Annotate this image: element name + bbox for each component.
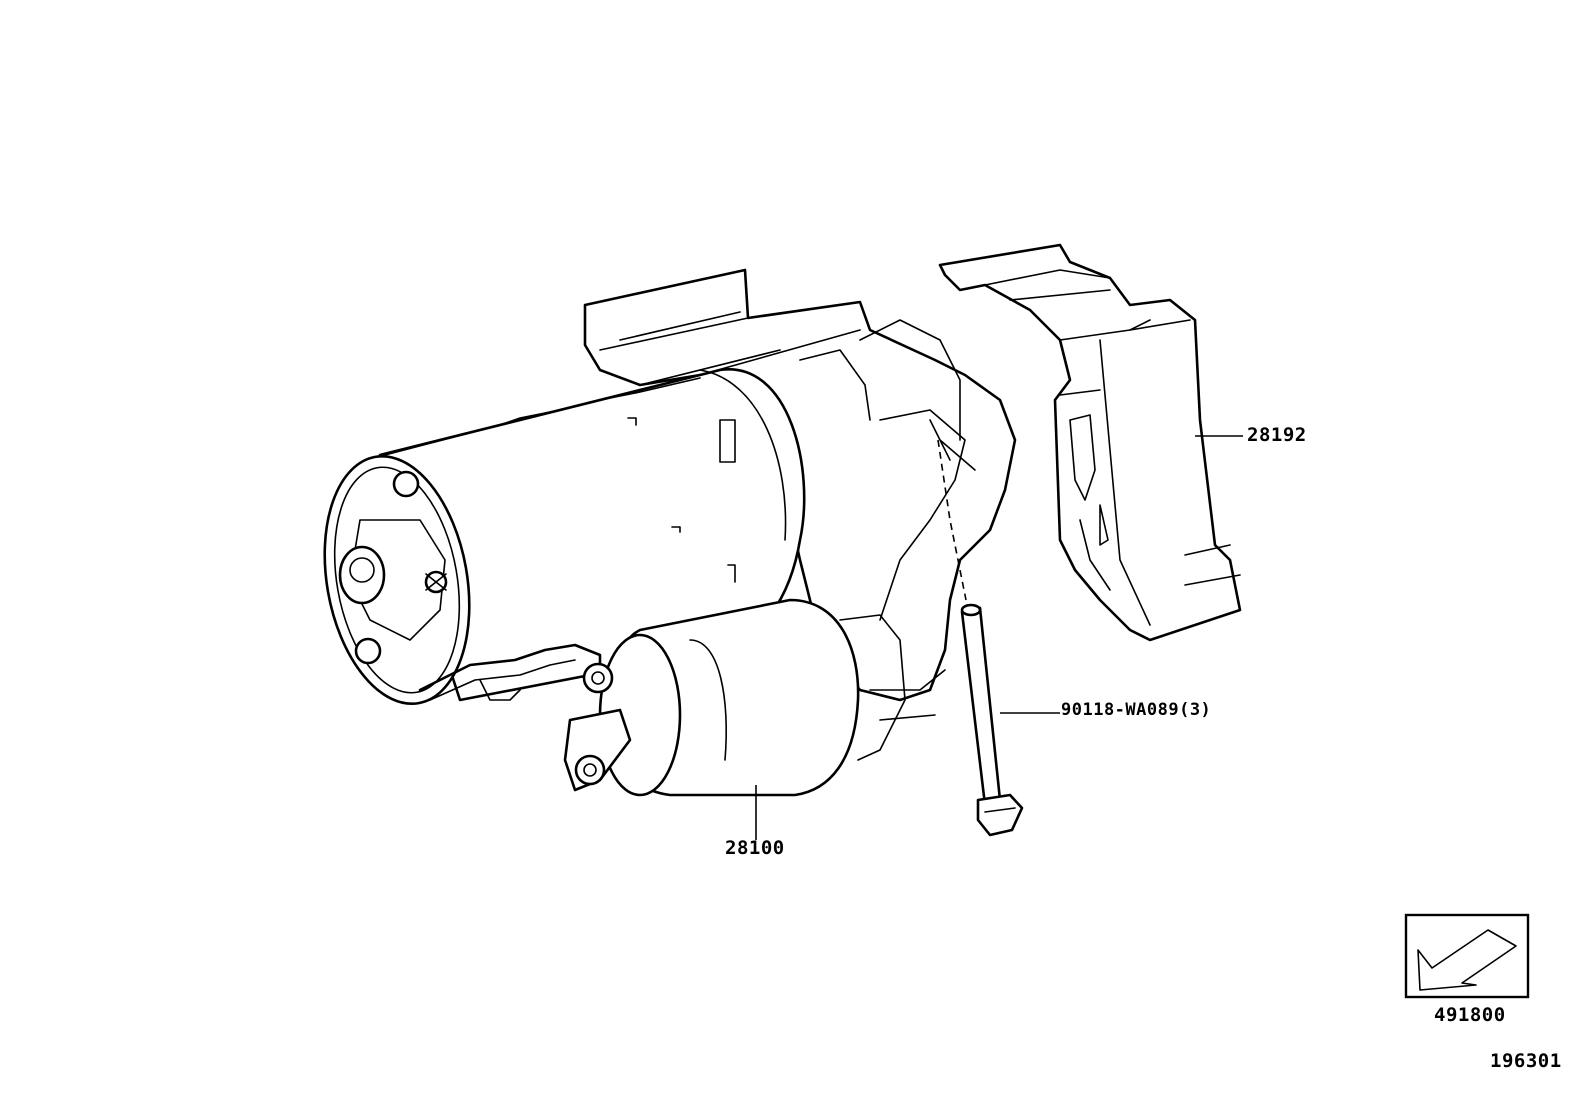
part-number-28192[interactable]: 28192 <box>1247 424 1307 446</box>
starter-motor-illustration <box>323 268 1017 797</box>
part-number-bolt[interactable]: 90118-WA089(3) <box>1061 700 1212 720</box>
part-number-28100[interactable]: 28100 <box>725 837 785 859</box>
bracket-illustration <box>938 243 1242 642</box>
illustration-id: 196301 <box>1490 1050 1562 1072</box>
bolt-illustration <box>937 439 1024 837</box>
arrow-reference-icon <box>1404 913 1530 999</box>
reference-page-label[interactable]: 491800 <box>1434 1004 1506 1026</box>
